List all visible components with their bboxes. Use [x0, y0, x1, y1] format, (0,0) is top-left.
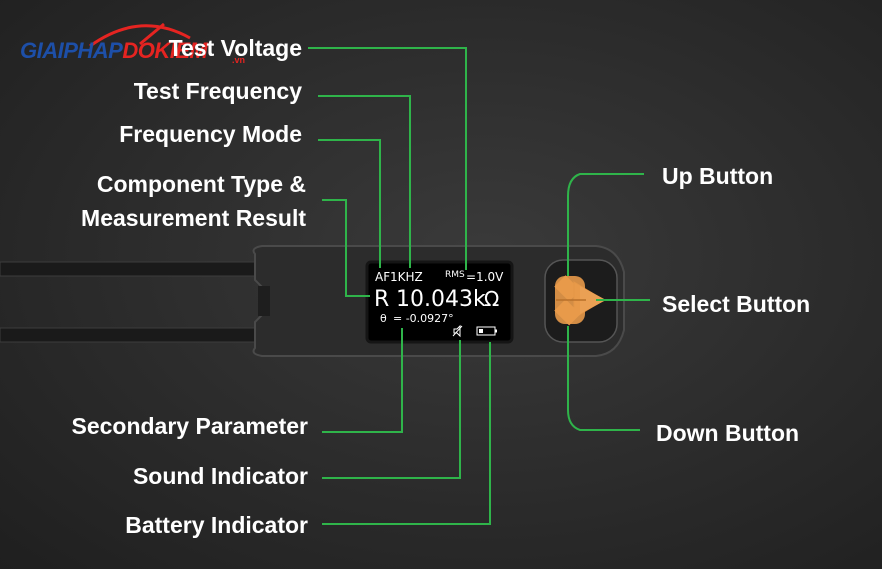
speaker-muted-icon: [452, 324, 463, 338]
leader-test-voltage: [308, 47, 467, 270]
display-measurement: 10.043k: [396, 287, 486, 312]
leader-component-type: [322, 199, 370, 297]
label-sound-indicator: Sound Indicator: [132, 463, 308, 489]
label-test-voltage: Test Voltage: [168, 35, 302, 61]
oled-screen: [365, 260, 514, 344]
display-secondary: = -0.0927°: [393, 312, 454, 325]
probe-rod-top: [0, 261, 271, 277]
leader-test-frequency: [318, 95, 411, 268]
leader-up-button: [567, 173, 644, 276]
label-down-button: Down Button: [656, 420, 800, 446]
display-voltage: =1.0V: [466, 270, 504, 284]
label-component-type-line2: Measurement Result: [81, 205, 306, 231]
leader-sound-indicator: [322, 340, 461, 479]
label-up-button: Up Button: [662, 163, 774, 189]
select-arrow-shape: [580, 286, 606, 314]
leader-frequency-mode: [318, 139, 381, 268]
label-frequency-mode: Frequency Mode: [119, 121, 302, 147]
probe-rod-bottom: [0, 327, 271, 343]
logo-suffix: .vn: [232, 55, 246, 65]
display-frequency-mode: AF: [375, 270, 390, 284]
leader-secondary-parameter: [322, 328, 403, 433]
display-frequency: 1KHZ: [390, 270, 423, 284]
logo-part1: GIAIPHAP: [20, 38, 123, 63]
leader-battery-indicator: [322, 342, 491, 525]
leader-down-button: [567, 326, 640, 431]
display-theta-symbol: θ: [380, 312, 387, 325]
logo-part2: DOKIEM: [122, 38, 208, 63]
body-notch: [258, 286, 270, 316]
label-select-button: Select Button: [662, 291, 811, 317]
logo-gauge-icon: [89, 22, 191, 48]
label-secondary-parameter: Secondary Parameter: [71, 413, 308, 439]
display-rms-label: RMS: [445, 270, 465, 280]
label-component-type-line1: Component Type &: [96, 171, 306, 197]
display-unit: Ω: [484, 287, 499, 311]
display-component-type: R: [374, 287, 389, 312]
logo-text: GIAIPHAPDOKIEM: [20, 38, 208, 64]
label-battery-indicator: Battery Indicator: [125, 512, 308, 538]
battery-icon: [476, 326, 497, 336]
label-test-frequency: Test Frequency: [133, 78, 302, 104]
